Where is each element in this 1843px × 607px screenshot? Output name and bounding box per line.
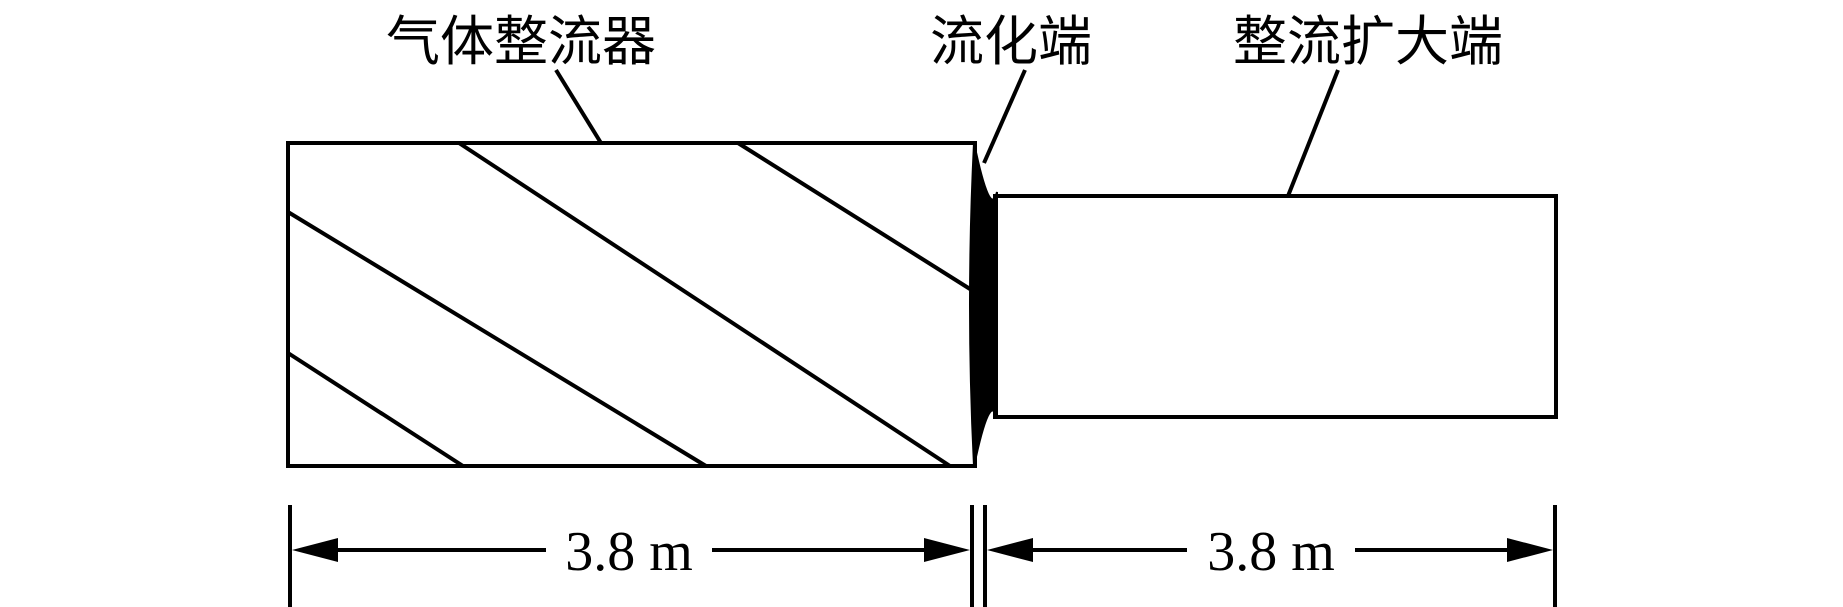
vane-1: [457, 141, 952, 468]
left-dimension: 3.8 m: [292, 521, 970, 583]
left-dimension-label: 3.8 m: [565, 521, 693, 583]
fluidizing-end-wedge: [969, 142, 998, 467]
fluidizing-end-leader-line: [982, 69, 1027, 164]
vane-2: [736, 141, 972, 291]
expansion-end-body: [993, 194, 1558, 419]
rectifier-vanes: [286, 141, 972, 468]
vane-3: [286, 210, 708, 468]
vane-4: [286, 351, 465, 468]
rectifier-label: 气体整流器: [386, 10, 656, 73]
left-dimension-arrow-end: [924, 538, 970, 562]
expansion-end-leader-line: [1286, 69, 1340, 197]
expansion-end-label: 整流扩大端: [1233, 10, 1503, 73]
right-dimension-arrow-start: [987, 538, 1033, 562]
rectifier-leader-line: [554, 68, 603, 145]
fluidizing-end-label: 流化端: [930, 10, 1092, 73]
right-dimension-arrow-end: [1507, 538, 1553, 562]
right-dimension-label: 3.8 m: [1207, 521, 1335, 583]
left-dimension-arrow-start: [292, 538, 338, 562]
right-dimension: 3.8 m: [987, 521, 1553, 583]
